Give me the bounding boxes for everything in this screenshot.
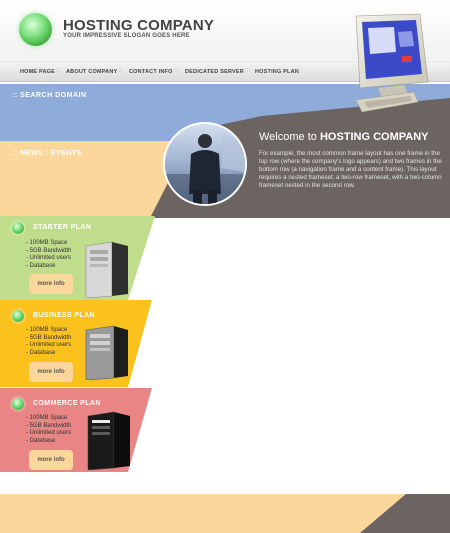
business-plan-orb-icon [12,310,24,322]
logo-orb-icon [19,13,52,46]
commerce-feature: - 5GB Bandwidth [26,422,72,429]
nav-dedicated-server[interactable]: DEDICATED SERVER [185,69,244,75]
welcome-title: Welcome to HOSTING COMPANY [259,131,429,143]
business-feature: - 100MB Space [26,327,68,333]
businessman-illustration [165,124,245,204]
commerce-feature: - Database [26,437,56,444]
commerce-plan-title: COMMERCE PLAN [33,400,101,407]
computer-monitor-icon [355,13,429,113]
footer-gray-corner [360,494,450,533]
commerce-more-info-button[interactable]: more info [29,450,73,470]
company-name: HOSTING COMPANY [63,17,215,34]
nav-separator: :: [175,68,179,74]
businessman-photo [163,122,247,206]
business-feature: - 5GB Bandwidth [26,334,72,341]
starter-feature: - 5GB Bandwidth [26,247,72,254]
starter-plan-title: STARTER PLAN [33,224,92,231]
nav-hosting-plan[interactable]: HOSTING PLAN [255,69,299,75]
starter-server-tower-icon [85,241,128,298]
spacer [0,472,450,494]
starter-feature: - 100MB Space [26,240,68,246]
nav-contact-info[interactable]: CONTACT INFO [129,69,173,75]
nav-about-company[interactable]: ABOUT COMPANY [66,69,118,75]
business-more-info-button[interactable]: more info [29,362,73,382]
commerce-feature: - 100MB Space [26,415,68,421]
footer-band [0,494,450,533]
business-feature: - Unlimited users [26,342,72,348]
starter-feature: - Unlimited users [26,255,72,261]
nav-separator: :: [119,68,123,74]
slogan: YOUR IMPRESSIVE SLOGAN GOES HERE [63,33,190,39]
starter-feature: - Database [26,262,56,269]
nav-separator: :: [56,68,60,74]
nav-home-page[interactable]: HOME PAGE [20,69,56,75]
commerce-server-tower-icon [87,411,130,470]
welcome-title-prefix: Welcome to [259,131,320,143]
top-navigation: HOME PAGE :: ABOUT COMPANY :: CONTACT IN… [0,61,450,82]
commerce-feature: - Unlimited users [26,430,72,436]
welcome-title-company: HOSTING COMPANY [319,131,429,143]
starter-plan-orb-icon [12,222,24,234]
business-server-tower-icon [85,325,128,380]
nav-separator: :: [245,68,249,74]
starter-more-info-button[interactable]: more info [29,274,73,294]
business-feature: - Database [26,349,56,356]
welcome-body: For example, the most common frame layou… [259,150,442,189]
news-events-title: :: NEWS : EVENTS [12,150,82,157]
commerce-plan-orb-icon [12,398,24,410]
business-plan-title: BUSINESS PLAN [33,312,95,319]
search-domain-title: :: SEARCH DOMAIN [12,92,87,99]
